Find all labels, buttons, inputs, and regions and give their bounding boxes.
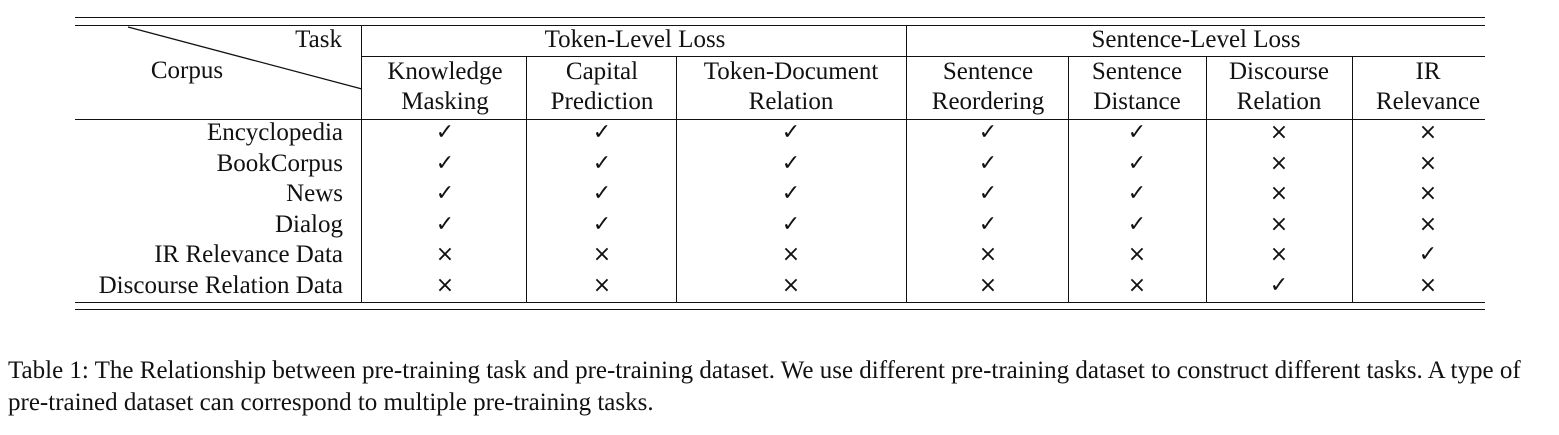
table-cell-mark: × <box>1418 212 1438 237</box>
row-label: Discourse Relation Data <box>98 272 343 299</box>
column-header: Distance <box>1093 88 1181 115</box>
table-cell-mark: ✓ <box>1127 212 1147 237</box>
corner-diagonal <box>127 26 363 90</box>
table-cell-mark: ✓ <box>1127 151 1147 176</box>
table-cell-mark: ✓ <box>781 151 801 176</box>
table-cell-mark: ✓ <box>1127 120 1147 145</box>
table-cell-mark: × <box>1418 273 1438 298</box>
table-cell-mark: × <box>978 273 998 298</box>
column-divider <box>526 56 528 302</box>
column-divider <box>1206 56 1208 302</box>
top-rule <box>75 25 1485 27</box>
row-label: BookCorpus <box>216 150 343 177</box>
table-cell-mark: × <box>1269 120 1289 145</box>
row-label: IR Relevance Data <box>154 241 343 268</box>
table-cell-mark: × <box>781 273 801 298</box>
table-cell-mark: ✓ <box>781 120 801 145</box>
row-label: Encyclopedia <box>206 119 343 146</box>
table-cell-mark: × <box>978 242 998 267</box>
table-cell-mark: × <box>435 273 455 298</box>
column-header: Masking <box>401 88 489 115</box>
table-cell-mark: ✓ <box>435 120 455 145</box>
table-cell-mark: × <box>592 273 612 298</box>
table-cell-mark: × <box>1127 273 1147 298</box>
top-rule <box>75 17 1485 19</box>
bottom-rule <box>75 309 1485 311</box>
table-cell-mark: × <box>1418 120 1438 145</box>
corner-corpus-label: Corpus <box>150 57 224 84</box>
table-cell-mark: × <box>1418 181 1438 206</box>
group-header-token: Token-Level Loss <box>544 26 726 53</box>
column-header: Knowledge <box>387 58 503 85</box>
column-header: Relation <box>1236 88 1322 115</box>
column-header: Token-Document <box>703 58 879 85</box>
table-cell-mark: × <box>1269 212 1289 237</box>
table-cell-mark: ✓ <box>781 181 801 206</box>
table-cell-mark: × <box>1127 242 1147 267</box>
column-header: Prediction <box>550 88 654 115</box>
column-divider <box>1352 56 1354 302</box>
column-header: Sentence <box>942 58 1034 85</box>
table-cell-mark: ✓ <box>592 151 612 176</box>
group-rule <box>362 56 1485 58</box>
table-cell-mark: × <box>1269 242 1289 267</box>
column-header: Relation <box>748 88 834 115</box>
column-header: Sentence <box>1091 58 1183 85</box>
table-cell-mark: × <box>1269 181 1289 206</box>
table-cell-mark: ✓ <box>592 212 612 237</box>
row-label: News <box>286 180 343 207</box>
table-cell-mark: × <box>781 242 801 267</box>
column-header: Discourse <box>1229 58 1329 85</box>
corner-task-label: Task <box>295 26 342 53</box>
column-divider <box>1068 56 1070 302</box>
header-rule <box>75 119 1485 121</box>
column-header: Relevance <box>1375 88 1481 115</box>
column-header: Capital <box>565 58 639 85</box>
table-cell-mark: ✓ <box>1127 181 1147 206</box>
group-header-sentence: Sentence-Level Loss <box>1091 26 1301 53</box>
table-cell-mark: ✓ <box>978 151 998 176</box>
table-caption: Table 1: The Relationship between pre-tr… <box>8 357 1521 416</box>
table-cell-mark: ✓ <box>978 120 998 145</box>
table-cell-mark: ✓ <box>978 181 998 206</box>
column-header: IR <box>1415 58 1441 85</box>
table-cell-mark: ✓ <box>978 212 998 237</box>
table-cell-mark: ✓ <box>592 120 612 145</box>
table-cell-mark: ✓ <box>592 181 612 206</box>
column-divider <box>361 26 363 302</box>
table-cell-mark: ✓ <box>781 212 801 237</box>
table-cell-mark: × <box>592 242 612 267</box>
row-label: Dialog <box>274 211 343 238</box>
table-cell-mark: ✓ <box>1418 242 1438 267</box>
bottom-rule <box>75 302 1485 304</box>
column-divider <box>906 26 908 302</box>
table-cell-mark: ✓ <box>435 151 455 176</box>
table-cell-mark: × <box>435 242 455 267</box>
table-cell-mark: ✓ <box>1269 273 1289 298</box>
table-cell-mark: × <box>1269 151 1289 176</box>
table-cell-mark: × <box>1418 151 1438 176</box>
table-cell-mark: ✓ <box>435 212 455 237</box>
column-header: Reordering <box>931 88 1045 115</box>
table-cell-mark: ✓ <box>435 181 455 206</box>
column-divider <box>676 56 678 302</box>
